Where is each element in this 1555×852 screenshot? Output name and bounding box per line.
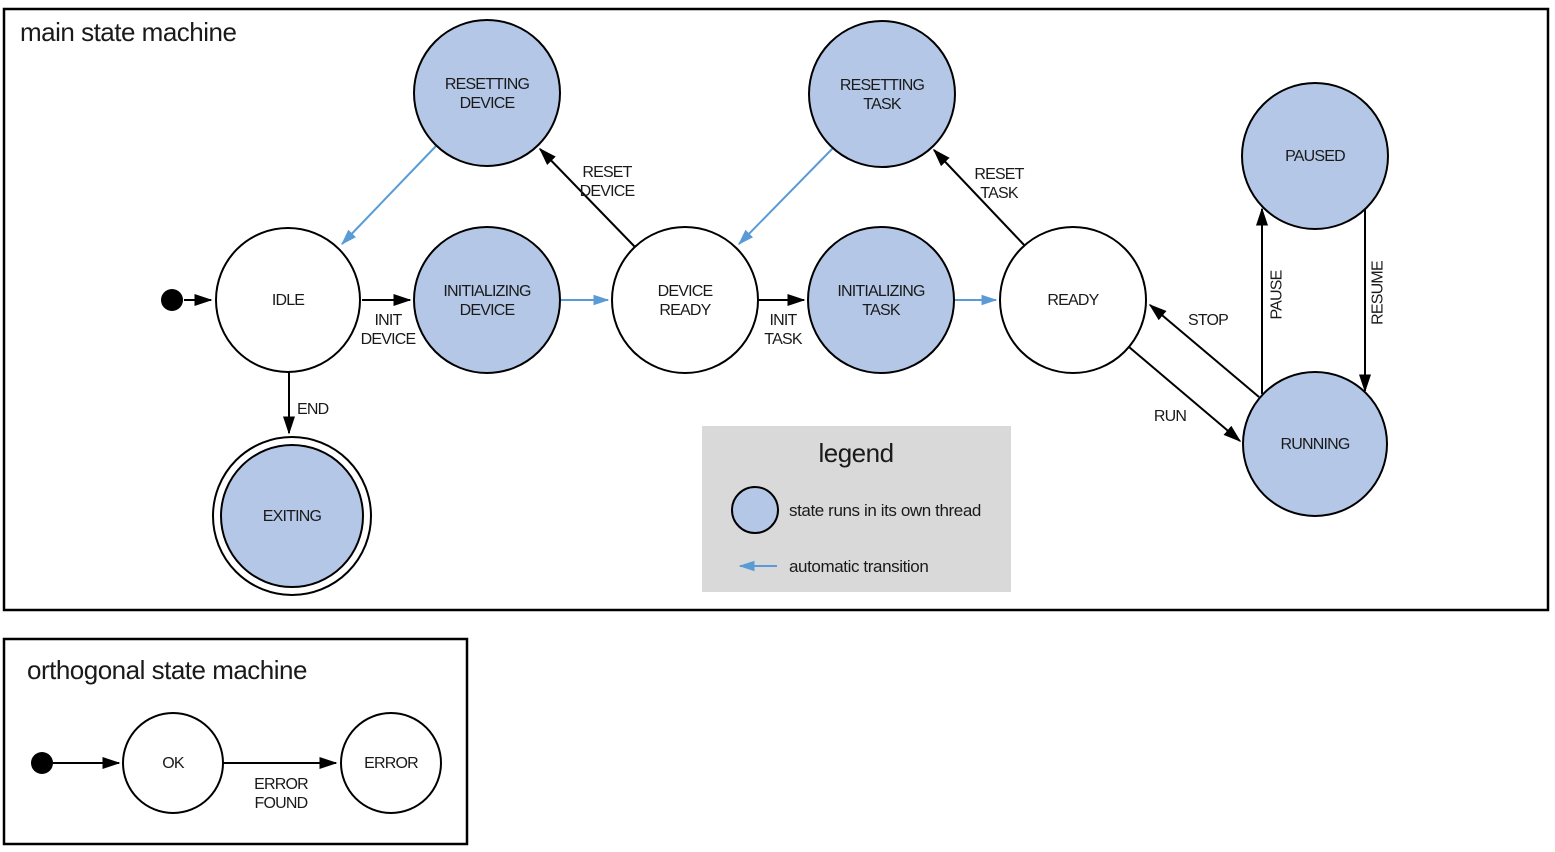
orthogonal-state-machine: orthogonal state machine OK ERROR ERROR … (2, 637, 469, 846)
state-error-circle (340, 712, 442, 814)
state-device-ready-circle (611, 226, 759, 374)
state-initializing-device-label-line2: DEVICE (460, 302, 515, 319)
transition-error-found-label-line1: ERROR (254, 776, 308, 793)
transition-init-task-label-line2: TASK (764, 331, 803, 348)
transition-auto-resetting-task-to-device-ready (738, 146, 835, 245)
state-idle-circle (215, 227, 361, 373)
transition-reset-task (932, 148, 1027, 248)
state-ok-circle (122, 712, 224, 814)
transition-init-device-label-line1: INIT (374, 312, 402, 329)
transition-resume-label: RESUME (1370, 261, 1387, 325)
transition-error-found-label-line2: FOUND (255, 795, 308, 812)
state-initializing-device-circle (413, 226, 561, 374)
transition-reset-task-label-line1: RESET (974, 166, 1024, 183)
state-resetting-task-label-line1: RESETTING (840, 77, 925, 94)
main-machine-border (2, 7, 1550, 612)
transition-auto-resetting-device-to-idle (341, 145, 437, 245)
state-ready-label: READY (1047, 292, 1099, 309)
initial-state-dot (161, 289, 183, 311)
state-resetting-task-circle (808, 20, 956, 168)
transition-run (1128, 346, 1242, 442)
transition-reset-device-label-line2: DEVICE (580, 183, 635, 200)
transition-stop (1148, 304, 1260, 398)
state-initializing-task-label-line1: INITIALIZING (837, 283, 925, 300)
state-idle-label: IDLE (272, 292, 304, 309)
main-machine-title: main state machine (20, 17, 236, 47)
state-ok-label: OK (162, 755, 185, 772)
state-ready-circle (999, 226, 1147, 374)
main-state-machine: main state machine IDLE RESETTING DEVICE (2, 7, 1550, 612)
state-running-circle (1242, 371, 1388, 517)
transition-init-device-label-line2: DEVICE (361, 331, 416, 348)
transition-run-label: RUN (1154, 408, 1187, 425)
state-paused-circle (1241, 82, 1389, 230)
state-initializing-device-label-line1: INITIALIZING (443, 283, 531, 300)
state-running-label: RUNNING (1280, 436, 1349, 453)
state-error-label: ERROR (364, 755, 418, 772)
transition-reset-device-label-line1: RESET (582, 164, 632, 181)
state-exiting-circle (220, 444, 364, 588)
orthogonal-machine-border (2, 637, 469, 846)
state-resetting-device-circle (413, 19, 561, 167)
orthogonal-initial-state-dot (31, 752, 53, 774)
state-resetting-task-label-line2: TASK (863, 96, 902, 113)
state-initializing-task-circle (807, 226, 955, 374)
transition-reset-device (538, 147, 636, 248)
transition-stop-label: STOP (1188, 312, 1228, 329)
state-resetting-device-label-line2: DEVICE (460, 95, 515, 112)
orthogonal-machine-title: orthogonal state machine (27, 655, 307, 685)
legend-thread-state-icon (731, 486, 779, 534)
transition-pause-label: PAUSE (1269, 270, 1286, 319)
transition-init-task-label-line1: INIT (769, 312, 797, 329)
legend-thread-state-label: state runs in its own thread (789, 501, 981, 520)
state-device-ready-label-line2: READY (659, 302, 711, 319)
transition-reset-task-label-line2: TASK (980, 185, 1019, 202)
state-paused-label: PAUSED (1285, 148, 1345, 165)
legend: legend state runs in its own thread auto… (702, 426, 1011, 592)
state-resetting-device-label-line1: RESETTING (445, 76, 530, 93)
state-device-ready-label-line1: DEVICE (658, 283, 713, 300)
legend-title: legend (818, 438, 893, 468)
transition-end-label: END (297, 401, 329, 418)
state-initializing-task-label-line2: TASK (862, 302, 901, 319)
state-exiting-label: EXITING (263, 508, 322, 525)
legend-auto-transition-label: automatic transition (789, 557, 928, 576)
